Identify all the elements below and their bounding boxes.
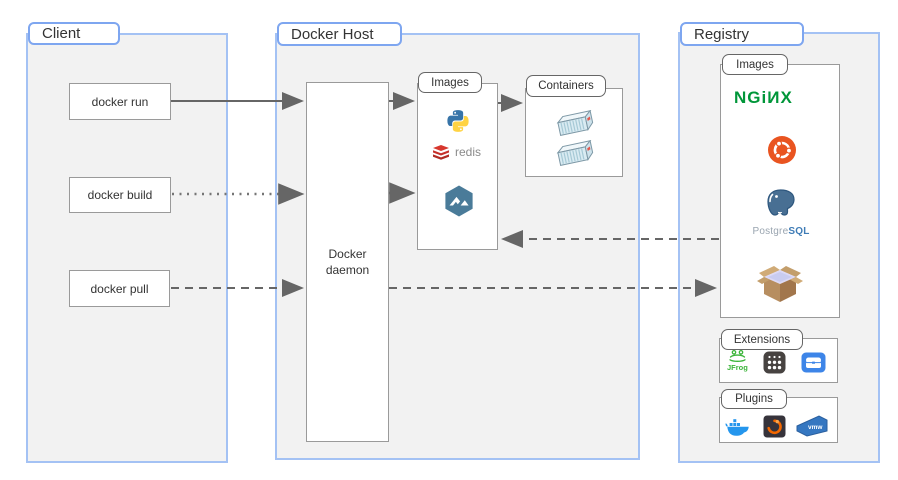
host-images-tab: Images — [418, 72, 482, 93]
python-icon — [445, 108, 471, 134]
postgresql-icon — [764, 188, 798, 220]
nginx-icon: NGiИX — [734, 88, 793, 108]
containers-tab: Containers — [526, 75, 606, 97]
toolbox-icon — [801, 352, 826, 373]
docker-run-label: docker run — [91, 94, 149, 109]
docker-build-node: docker build — [69, 177, 171, 213]
extension-grid-icon — [763, 351, 786, 374]
docker-host-group-title: Docker Host — [291, 25, 374, 43]
registry-group-label: Registry — [680, 22, 804, 46]
jfrog-icon: JFrog — [727, 349, 748, 372]
jfrog-label: JFrog — [727, 363, 748, 372]
extensions-title: Extensions — [733, 333, 791, 346]
nginx-wordmark: NGiИX — [734, 88, 793, 107]
vmware-label: vmw — [808, 424, 823, 431]
client-group-title: Client — [42, 25, 81, 42]
docker-run-node: docker run — [69, 83, 171, 120]
plugins-title: Plugins — [735, 393, 773, 405]
alpine-icon — [442, 184, 476, 218]
client-group-label: Client — [28, 22, 120, 45]
redis-icon — [432, 144, 450, 160]
docker-pull-label: docker pull — [90, 281, 149, 296]
host-images-title: Images — [431, 76, 469, 89]
docker-host-group-label: Docker Host — [277, 22, 402, 46]
vmware-icon: vmw — [795, 414, 830, 438]
package-box-icon — [756, 264, 804, 304]
docker-daemon-node: Docker daemon — [306, 82, 389, 442]
postgresql-label-blue: SQL — [788, 226, 810, 237]
extensions-tab: Extensions — [721, 329, 803, 350]
postgresql-label-gray: Postgre — [752, 226, 789, 237]
redis-image-item: redis — [432, 144, 481, 160]
grafana-icon — [763, 415, 786, 438]
container-icon — [552, 110, 600, 142]
docker-pull-node: docker pull — [69, 270, 170, 307]
host-images-box — [417, 83, 498, 250]
containers-title: Containers — [538, 80, 594, 92]
plugins-tab: Plugins — [721, 389, 787, 409]
docker-daemon-label: Docker daemon — [325, 246, 370, 277]
registry-images-title: Images — [736, 58, 774, 71]
docker-build-label: docker build — [87, 188, 153, 202]
registry-group-title: Registry — [694, 25, 750, 43]
redis-label: redis — [455, 145, 482, 159]
ubuntu-icon — [767, 135, 797, 165]
container-icon — [552, 140, 600, 172]
docker-whale-icon — [725, 416, 752, 437]
registry-images-tab: Images — [722, 54, 788, 75]
